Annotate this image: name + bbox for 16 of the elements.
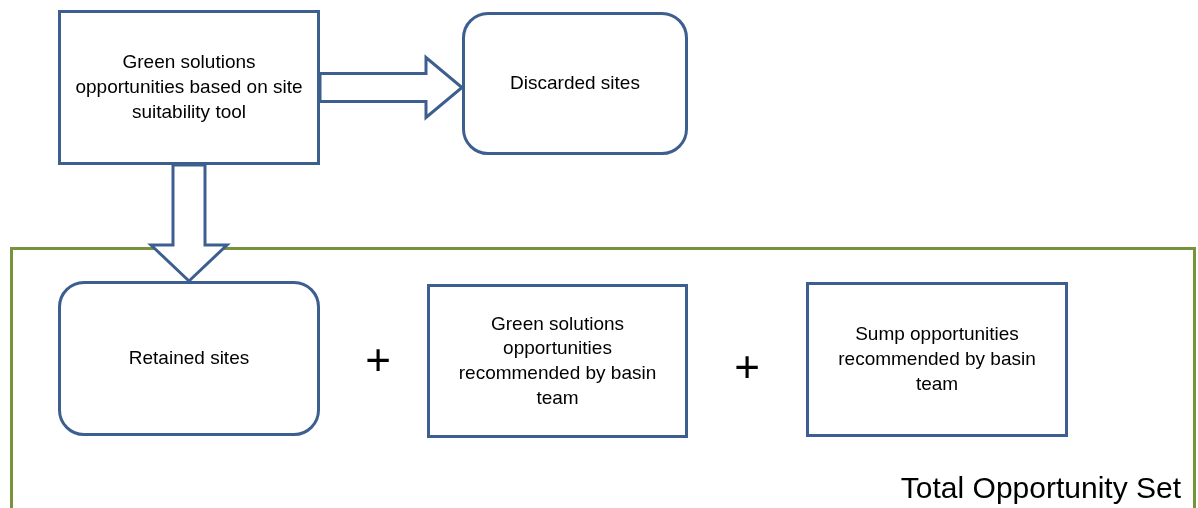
block-arrow: [147, 163, 231, 284]
node-text: Green solutions opportunities recommended by basin team: [457, 311, 658, 410]
group-frame: [10, 247, 1196, 508]
plus-sign: +: [365, 338, 391, 382]
plus-sign: +: [734, 345, 760, 389]
node-text: Green solutions opportunities based on site suitability tool: [75, 50, 303, 124]
process-box: [427, 284, 688, 438]
group-title: Total Opportunity Set: [900, 471, 1181, 504]
rounded-box: [58, 281, 320, 436]
block-arrow: [318, 54, 465, 121]
process-box: [806, 282, 1068, 437]
node-text: Retained sites: [128, 346, 250, 371]
process-box: [58, 10, 320, 165]
node-text: Sump opportunities recommended by basin team: [837, 322, 1037, 396]
node-text: Discarded sites: [510, 71, 640, 96]
rounded-box: [462, 12, 688, 155]
